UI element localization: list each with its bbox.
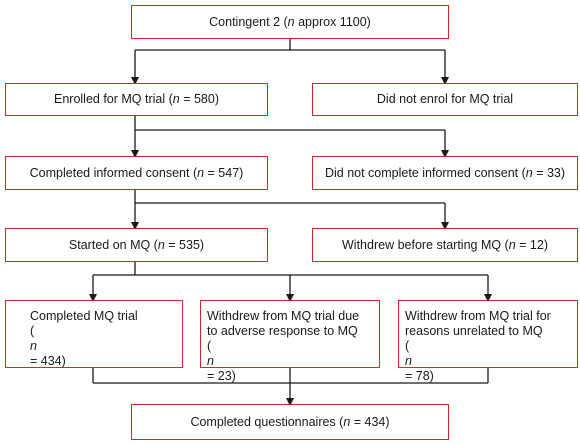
box-withdrew-other-line2: reasons unrelated to MQ (405, 324, 543, 338)
box-withdrew-adverse-line1: Withdrew from MQ trial due (207, 309, 360, 323)
box-not-enrolled-label: Did not enrol for MQ trial (376, 92, 514, 106)
box-consent-label: Completed informed consent (n = 547) (29, 165, 244, 180)
box-questionnaires: Completed questionnaires (n = 434) (131, 404, 449, 440)
box-withdrew-other-line1: Withdrew from MQ trial for (405, 309, 551, 323)
box-enrolled-label: Enrolled for MQ trial (n = 580) (54, 92, 219, 106)
box-contingent: Contingent 2 (n approx 1100) (131, 5, 449, 39)
box-withdrew-adverse-count: (n = 23) (207, 339, 236, 383)
box-completed-trial: Completed MQ trial (n = 434) (5, 300, 183, 368)
box-not-enrolled: Did not enrol for MQ trial (312, 83, 578, 116)
box-withdrew-adverse-line2: to adverse response to MQ (207, 324, 358, 338)
box-completed-trial-line1: Completed MQ trial (30, 309, 138, 323)
box-no-consent: Did not complete informed consent (n = 3… (312, 156, 578, 190)
box-withdrew-other-count: (n = 78) (405, 339, 434, 383)
box-started-label: Started on MQ (n = 535) (68, 237, 205, 252)
box-withdrew-adverse: Withdrew from MQ trial due to adverse re… (200, 300, 380, 383)
box-enrolled: Enrolled for MQ trial (n = 580) (5, 83, 268, 116)
box-withdrew-other: Withdrew from MQ trial for reasons unrel… (398, 300, 578, 383)
box-completed-trial-count: (n = 434) (30, 324, 66, 368)
box-no-consent-label: Did not complete informed consent (n = 3… (324, 165, 566, 180)
box-withdrew-before-label: Withdrew before starting MQ (n = 12) (342, 237, 548, 252)
box-started: Started on MQ (n = 535) (5, 228, 268, 262)
box-consent: Completed informed consent (n = 547) (5, 156, 268, 190)
box-contingent-label: Contingent 2 (n approx 1100) (209, 14, 371, 29)
box-withdrew-before: Withdrew before starting MQ (n = 12) (312, 228, 578, 262)
box-questionnaires-label: Completed questionnaires (n = 434) (190, 414, 390, 429)
